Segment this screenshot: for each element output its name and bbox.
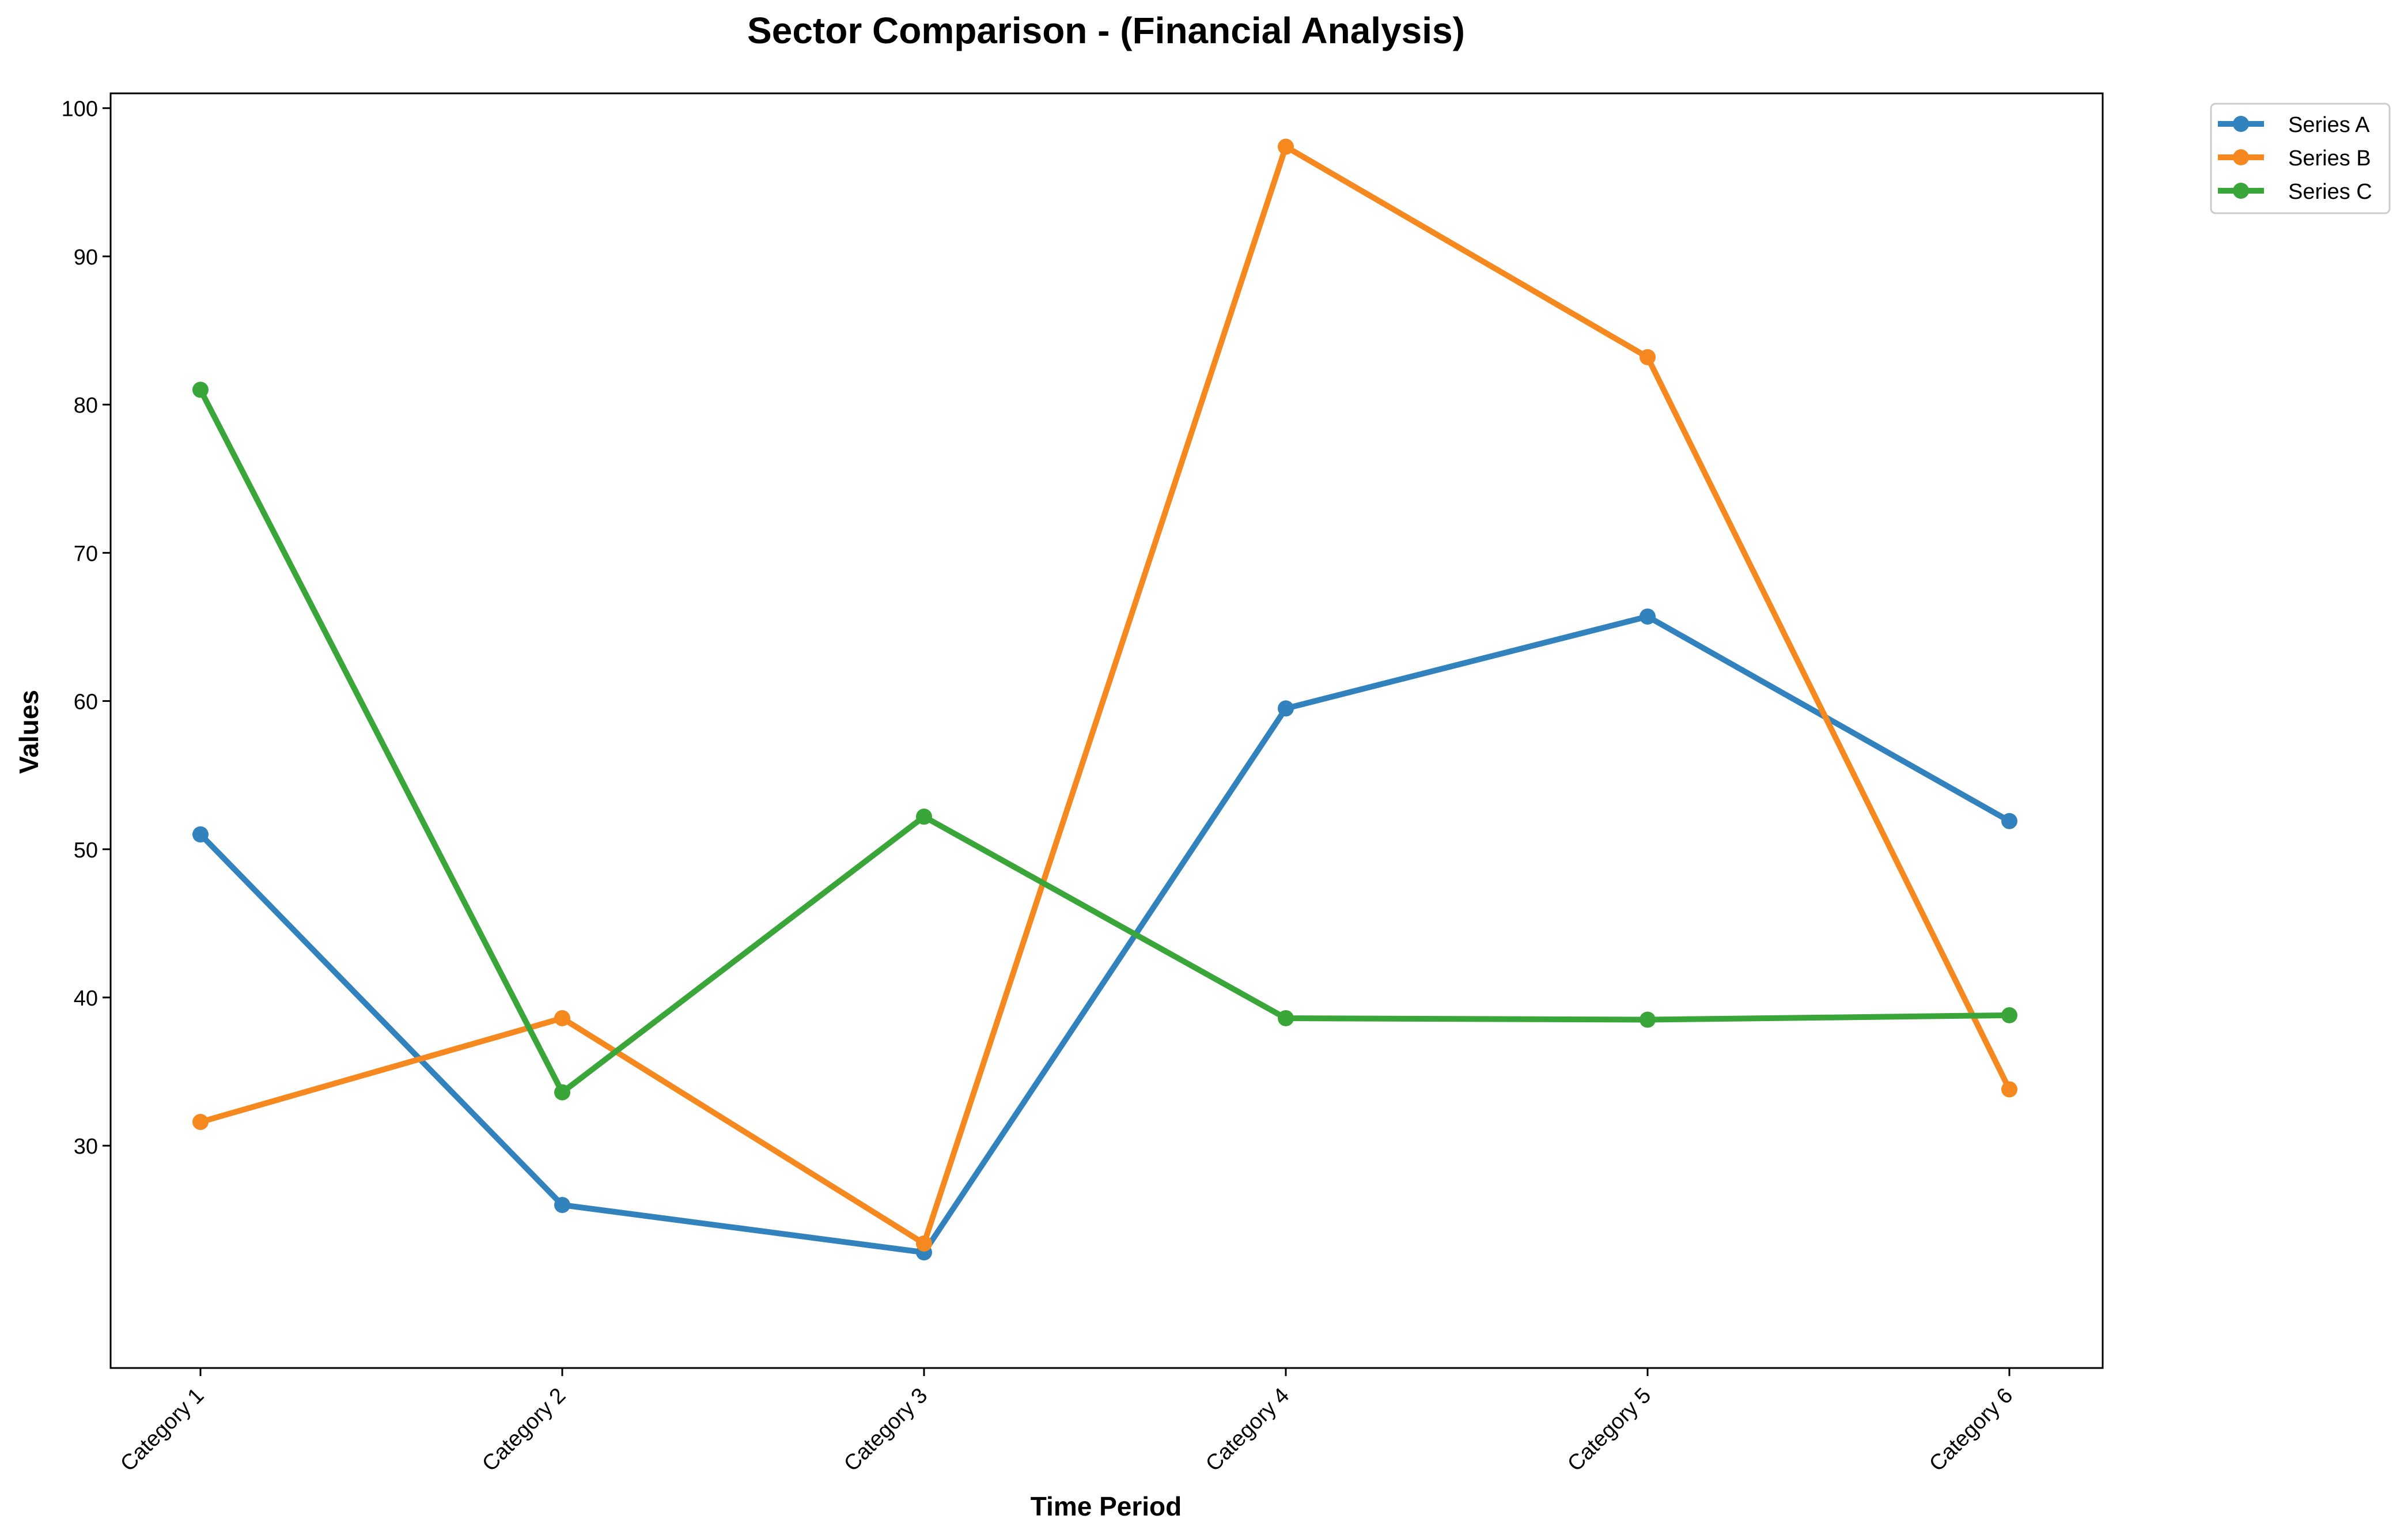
series-2 [192, 138, 2017, 1252]
data-point [1278, 700, 1294, 717]
data-point [192, 1114, 209, 1131]
series-3 [192, 381, 2017, 1101]
data-point [2001, 813, 2017, 829]
legend-entry: Series B [2218, 146, 2371, 171]
y-tick-label: 30 [74, 1135, 98, 1159]
data-point [192, 381, 209, 398]
y-tick-label: 90 [74, 245, 98, 270]
legend-label: Series C [2288, 180, 2372, 204]
y-tick-label: 70 [74, 542, 98, 566]
x-axis-label: Time Period [1031, 1491, 1182, 1521]
plot-frame [109, 92, 2104, 1369]
series-line [198, 143, 2012, 1246]
legend-marker [2233, 183, 2249, 199]
legend-marker [2233, 116, 2249, 132]
y-axis-label: Values [14, 690, 44, 774]
data-point [192, 826, 209, 843]
data-point [1278, 1010, 1294, 1026]
legend-frame [2210, 103, 2391, 214]
y-tick-label: 80 [74, 394, 98, 418]
legend-marker [2233, 149, 2249, 165]
data-point [1278, 138, 1294, 155]
y-tick-label: 100 [62, 97, 98, 122]
data-point [554, 1084, 570, 1101]
series-line [198, 613, 2012, 1256]
legend-entry: Series A [2218, 113, 2370, 137]
data-point [916, 808, 932, 825]
y-tick-label: 50 [74, 838, 98, 863]
data-point [554, 1010, 570, 1026]
data-point [1640, 349, 1656, 365]
data-point [1640, 1011, 1656, 1028]
y-tick-label: 60 [74, 690, 98, 715]
chart-title: Sector Comparison - (Financial Analysis) [747, 10, 1465, 51]
data-point [2001, 1007, 2017, 1023]
legend-label: Series A [2288, 113, 2370, 137]
data-point [1640, 608, 1656, 625]
series-line [198, 387, 2012, 1095]
series-layer [192, 138, 2017, 1261]
legend-label: Series B [2288, 146, 2371, 171]
data-point [554, 1197, 570, 1214]
legend: Series A Series B Series C [2210, 103, 2391, 214]
series-1 [192, 608, 2017, 1261]
data-point [2001, 1081, 2017, 1098]
data-point [916, 1235, 932, 1252]
legend-entry: Series C [2218, 180, 2372, 204]
y-axis: 30 40 50 60 70 80 90 100 [62, 97, 111, 1159]
y-tick-label: 40 [74, 987, 98, 1011]
